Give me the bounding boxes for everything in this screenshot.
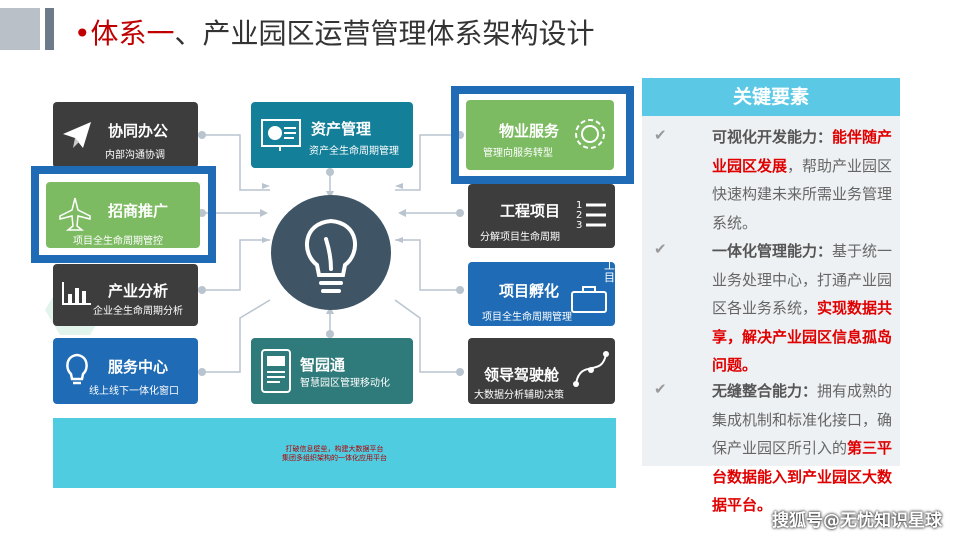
connector-dot (198, 286, 206, 294)
tile-subtitle: 线上线下一体化窗口 (89, 386, 179, 397)
connector-dot (456, 131, 464, 139)
presentation-board-icon (261, 119, 301, 151)
tile-title: 项目孵化 (499, 282, 560, 300)
numbered-list-icon: 123 (576, 200, 606, 230)
connector-dot (326, 168, 334, 176)
lightbulb-icon (305, 218, 357, 293)
platform-band: 打破信息壁垒，构建大数据平台 集团多组织架构的一体化应用平台 (53, 418, 616, 488)
briefcase-icon (571, 286, 607, 313)
tile-industry-analysis[interactable]: 产业分析 企业全生命周期分析 (53, 264, 198, 326)
tablet-icon (261, 349, 291, 393)
bar-chart-icon (62, 282, 91, 305)
tile-title: 协同办公 (108, 122, 169, 140)
tile-title: 产业分析 (108, 282, 169, 300)
title-highlight: 体系一 (90, 17, 175, 50)
svg-text:2: 2 (576, 210, 582, 221)
small-bulb-icon (66, 353, 88, 385)
header-decor-bar (0, 8, 40, 50)
tile-smart-park[interactable]: 智园通 智慧园区管理移动化 (251, 338, 413, 404)
key-element-seamless-integration: 无缝整合能力：拥有成熟的集成机制和标准化接口，确保产业园区所引入的第三平台数据能… (712, 377, 900, 520)
page-title: •体系一、产业园区运营管理体系架构设计 (74, 14, 595, 54)
connector-dot (198, 209, 206, 217)
key-element-highlight: 实现数据共享，解决产业园区信息孤岛问题。 (712, 299, 893, 374)
tile-subtitle: 项目全生命周期管控 (73, 236, 163, 247)
svg-text:3: 3 (576, 220, 582, 230)
key-element-title: 一体化管理能力： (712, 242, 833, 260)
connector-dot (456, 286, 464, 294)
title-rest: 、产业园区运营管理体系架构设计 (174, 17, 595, 50)
tile-service-center[interactable]: 服务中心 线上线下一体化窗口 (53, 338, 198, 404)
tile-subtitle: 管理向服务转型 (483, 148, 553, 159)
check-icon: ✔ (654, 240, 667, 258)
key-elements-panel (642, 78, 900, 466)
key-element-title: 无缝整合能力： (712, 382, 818, 400)
key-element-text: ，帮助产业园区快速构建未来所需业务管理系统。 (712, 156, 893, 232)
tile-subtitle: 项目全生命周期管理 (482, 312, 572, 323)
tile-title: 物业服务 (499, 122, 560, 140)
key-elements-header: 关键要素 (642, 78, 900, 116)
tile-subtitle: 大数据分析辅助决策 (474, 390, 564, 401)
tile-subtitle: 智慧园区管理移动化 (300, 378, 390, 389)
lightbulb-hub (271, 195, 391, 310)
key-element-highlight: 能伴随产业园区发展 (712, 128, 893, 175)
key-element-text: 拥有成熟的集成机制和标准化接口，确保产业园区所引入的 (712, 382, 893, 457)
tile-investment-promo[interactable]: 招商推广 项目全生命周期管控 (46, 182, 200, 248)
key-element-visual-dev: 可视化开发能力：能伴随产业园区发展，帮助产业园区快速构建未来所需业务管理系统。 (712, 123, 900, 237)
platform-band-line1: 打破信息壁垒，构建大数据平台 (285, 445, 384, 453)
tile-subtitle: 分解项目生命周期 (480, 232, 560, 243)
check-icon: ✔ (654, 126, 667, 144)
tile-corner-text: 工 目 (604, 259, 615, 284)
tile-title: 资产管理 (311, 120, 372, 138)
platform-band-line2: 集团多组织架构的一体化应用平台 (282, 454, 387, 462)
highlight-frame-investment (31, 166, 216, 263)
connector-dot (326, 330, 334, 338)
title-bullet: • (74, 17, 91, 50)
tile-title: 服务中心 (108, 358, 169, 376)
tile-project-incubation[interactable]: 项目孵化 项目全生命周期管理 工 目 (468, 259, 615, 326)
watermark: 搜狐号@无忧知识星球 (772, 511, 942, 531)
key-element-title: 可视化开发能力： (712, 128, 833, 146)
key-element-highlight: 第三平台数据能入到产业园区大数据平台。 (712, 439, 893, 514)
tile-title: 智园通 (300, 356, 346, 374)
tile-subtitle: 内部沟通协调 (105, 150, 165, 161)
tile-asset-mgmt[interactable]: 资产管理 资产全生命周期管理 (251, 102, 413, 168)
tile-leader-cockpit[interactable]: 领导驾驶舱 大数据分析辅助决策 (468, 338, 615, 404)
tile-title: 领导驾驶舱 (484, 366, 560, 384)
paper-plane-icon (63, 122, 91, 148)
airplane-icon (59, 197, 91, 231)
connector-dot (198, 131, 206, 139)
connector-dot (456, 209, 464, 217)
key-element-text: 基于统一业务处理中心，打通产业园区各业务系统， (712, 242, 893, 317)
key-element-integrated-mgmt: 一体化管理能力：基于统一业务处理中心，打通产业园区各业务系统，实现数据共享，解决… (712, 237, 900, 380)
highlight-frame-property (451, 86, 634, 184)
tile-collab-office[interactable]: 协同办公 内部沟通协调 (53, 102, 198, 168)
header-decor-bar-dark (45, 8, 54, 50)
check-icon: ✔ (654, 380, 667, 398)
connector-dot (198, 368, 206, 376)
tile-subtitle: 企业全生命周期分析 (93, 306, 183, 317)
tile-title: 招商推广 (108, 202, 169, 220)
connector-dot (456, 368, 464, 376)
tile-title: 工程项目 (500, 202, 561, 220)
tile-property-service[interactable]: 物业服务 管理向服务转型 (466, 100, 614, 170)
bezier-curve-icon (573, 351, 609, 387)
connector-lines (202, 134, 460, 373)
gear-icon (575, 119, 605, 149)
tile-subtitle: 资产全生命周期管理 (309, 146, 399, 157)
svg-text:1: 1 (576, 200, 582, 211)
